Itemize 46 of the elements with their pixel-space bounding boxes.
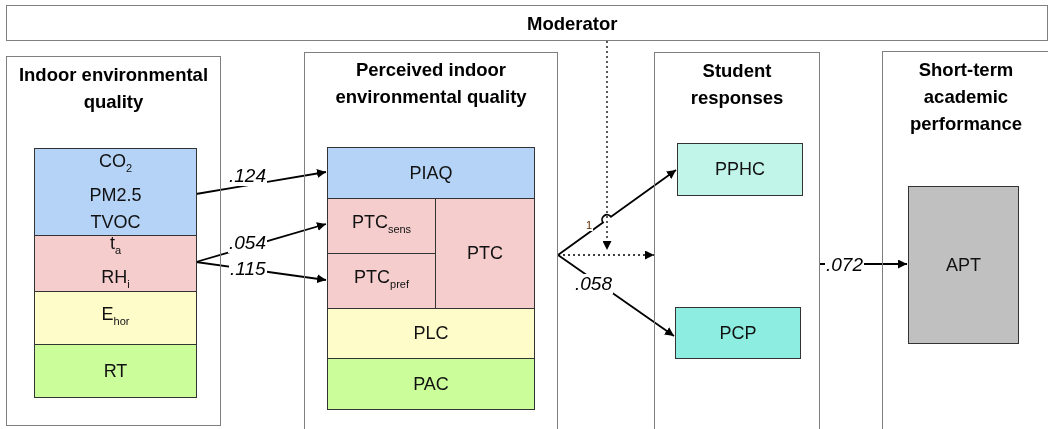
moderator-title: Moderator (527, 12, 618, 36)
panel-title: Perceived indoor environmental quality (334, 58, 528, 109)
variable-box (908, 186, 1019, 344)
variable-box (675, 307, 801, 359)
dotted-arrow (557, 250, 655, 260)
variable-label: PLC (413, 322, 449, 345)
group-panel (304, 52, 558, 429)
dotted-arrow (602, 40, 612, 251)
edge-label: .054 (228, 233, 267, 253)
group-panel (882, 51, 1048, 429)
variable-box (327, 358, 535, 410)
variable-label: RT (103, 359, 128, 383)
panel-title: Short-term academic performance (908, 58, 1024, 136)
variable-label: CO$_{2}$ (98, 150, 133, 176)
variable-label: t$_{a}$ (109, 231, 122, 258)
variable-box (34, 291, 197, 345)
variable-box (327, 308, 535, 359)
variable-label: RH$_{i}$ (101, 265, 130, 292)
edge-label: .058 (574, 274, 613, 294)
variable-box (435, 198, 535, 309)
variable-label: PM2.5 (89, 183, 142, 207)
group-panel (654, 52, 820, 429)
variable-box (327, 147, 535, 199)
moderator-box (6, 5, 1048, 41)
variable-label: PTC$_{sens}$ (351, 211, 412, 237)
variable-label: E$_{hor}$ (101, 303, 130, 329)
variable-box (34, 148, 197, 236)
variable-label: PTC (467, 242, 503, 265)
variable-box (677, 143, 803, 196)
panel-title: Indoor environmental quality (17, 63, 210, 114)
edge-label: .124 (228, 166, 267, 186)
variable-label: PIAQ (409, 161, 453, 185)
variable-label: TVOC (90, 210, 141, 234)
edge-label: 1 (585, 219, 594, 231)
variable-label: PCP (719, 321, 757, 345)
variable-box (34, 235, 197, 292)
variable-label: PTC$_{pref}$ (354, 266, 409, 292)
variable-label: PPHC (715, 158, 765, 181)
variable-label: PAC (413, 372, 449, 396)
group-panel (6, 56, 221, 426)
variable-box (327, 253, 436, 309)
arrow (557, 169, 677, 256)
variable-box (34, 344, 197, 398)
panel-title: Student responses (689, 59, 785, 110)
variable-label: APT (946, 253, 981, 277)
variable-box (327, 198, 436, 254)
